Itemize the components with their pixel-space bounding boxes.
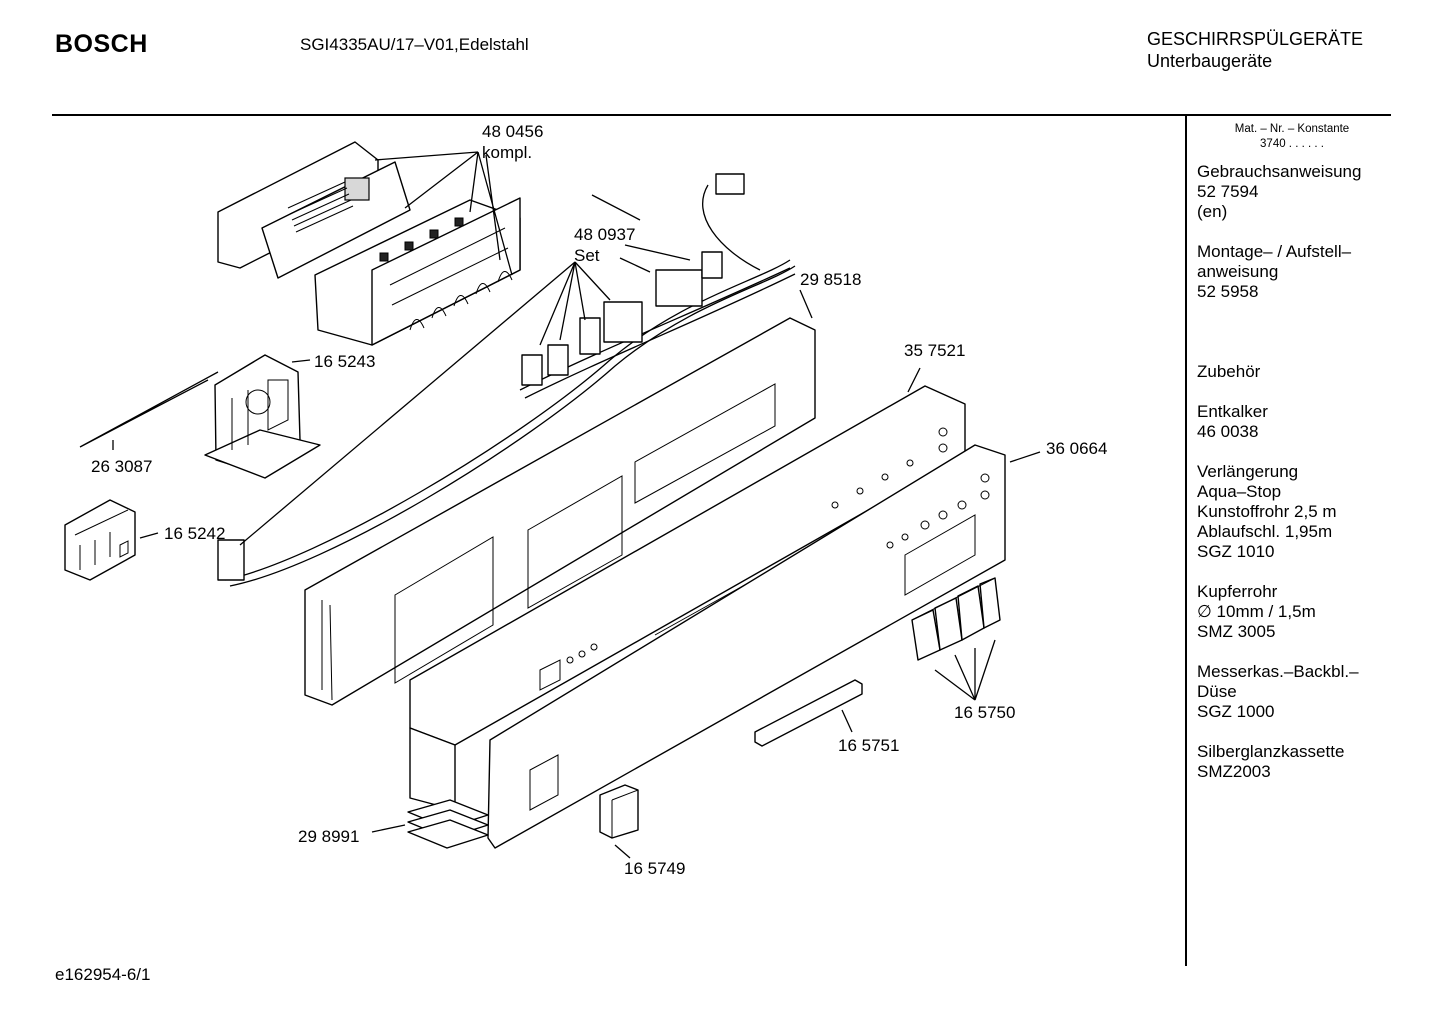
sidebar-item-line: Düse xyxy=(1197,682,1237,701)
sidebar-item-accessories: Zubehör xyxy=(1197,362,1382,402)
sidebar-item-line: SGZ 1010 xyxy=(1197,542,1275,561)
part-label-480456-note: kompl. xyxy=(482,143,533,162)
sidebar-item-line: Gebrauchsanweisung xyxy=(1197,162,1362,181)
sidebar-item-line: Zubehör xyxy=(1197,362,1261,381)
sidebar-item-line: 46 0038 xyxy=(1197,422,1259,441)
part-label-165242: 16 5242 xyxy=(164,524,226,543)
part-label-357521: 35 7521 xyxy=(904,341,966,360)
sidebar-item-line: SMZ 3005 xyxy=(1197,622,1276,641)
part-label-480456: 48 0456 xyxy=(482,122,544,141)
sidebar-item-cutlery-nozzle: Messerkas.–Backbl.– Düse SGZ 1000 xyxy=(1197,662,1382,742)
strip-part xyxy=(754,679,863,747)
sidebar-item-line: Kupferrohr xyxy=(1197,582,1278,601)
leader-lines xyxy=(79,151,1041,859)
sidebar-item-descaler: Entkalker 46 0038 xyxy=(1197,402,1382,462)
sidebar-item-line: Messerkas.–Backbl.– xyxy=(1197,662,1359,681)
sidebar-item-extension: Verlängerung Aqua–Stop Kunstoffrohr 2,5 … xyxy=(1197,462,1382,582)
brand-logo: BOSCH xyxy=(55,30,148,58)
sidebar-item-line: Verlängerung xyxy=(1197,462,1299,481)
part-label-480937: 48 0937 xyxy=(574,225,636,244)
header-divider xyxy=(52,114,1391,116)
sidebar-heading: Mat. – Nr. – Konstante 3740 . . . . . . xyxy=(1197,122,1387,152)
part-label-480937-note: Set xyxy=(574,246,600,265)
sidebar-item-line: ∅ 10mm / 1,5m xyxy=(1197,602,1316,621)
category-title: GESCHIRRSPÜLGERÄTE xyxy=(1147,29,1364,49)
part-label-165749: 16 5749 xyxy=(624,859,686,878)
cable-harness-set xyxy=(217,173,796,587)
part-label-263087: 26 3087 xyxy=(91,457,153,476)
sidebar-item-line: Aqua–Stop xyxy=(1197,482,1282,501)
rear-frame-part xyxy=(304,317,816,706)
part-label-360664: 36 0664 xyxy=(1046,439,1108,458)
knob-block-part xyxy=(599,784,639,839)
sidebar-list: Gebrauchsanweisung 52 7594 (en) Montage–… xyxy=(1197,162,1382,782)
sidebar-item-installation: Montage– / Aufstell– anweisung 52 5958 xyxy=(1197,242,1382,362)
part-label-165243: 16 5243 xyxy=(314,352,376,371)
sidebar-item-silver-cassette: Silberglanzkassette SMZ2003 xyxy=(1197,742,1382,782)
sidebar-item-line: SMZ2003 xyxy=(1197,762,1271,781)
sidebar-item-line: Kunstoffrohr 2,5 m xyxy=(1197,502,1337,521)
sidebar-item-line: Montage– / Aufstell– xyxy=(1197,242,1352,261)
model-title: SGI4335AU/17–V01,Edelstahl xyxy=(300,35,529,54)
sidebar-item-manual: Gebrauchsanweisung 52 7594 (en) xyxy=(1197,162,1382,242)
pump-bracket-part xyxy=(204,354,321,479)
fascia-part xyxy=(487,444,1006,849)
sidebar-heading-line1: Mat. – Nr. – Konstante xyxy=(1234,123,1350,135)
button-set-part xyxy=(911,577,1001,661)
sidebar-item-copper-pipe: Kupferrohr ∅ 10mm / 1,5m SMZ 3005 xyxy=(1197,582,1382,662)
sidebar-item-line: 52 5958 xyxy=(1197,282,1259,301)
sidebar-divider xyxy=(1185,116,1187,966)
part-label-165751: 16 5751 xyxy=(838,736,900,755)
sidebar-item-line: 52 7594 xyxy=(1197,182,1259,201)
sidebar-heading-line2: 3740 . . . . . . xyxy=(1260,138,1324,150)
seal-stack-part xyxy=(407,799,489,849)
part-label-298991: 29 8991 xyxy=(298,827,360,846)
connector-block-part xyxy=(64,499,136,581)
sidebar-item-line: Ablaufschl. 1,95m xyxy=(1197,522,1333,541)
sidebar-item-line: anweisung xyxy=(1197,262,1279,281)
sidebar-item-line: (en) xyxy=(1197,202,1228,221)
control-module-assembly xyxy=(217,141,521,346)
category-subtitle: Unterbaugeräte xyxy=(1147,51,1273,71)
sidebar-item-line: Entkalker xyxy=(1197,402,1268,421)
sidebar-item-line: Silberglanzkassette xyxy=(1197,742,1345,761)
drawing-id: e162954-6/1 xyxy=(55,965,151,984)
part-label-165750: 16 5750 xyxy=(954,703,1016,722)
part-label-298518: 29 8518 xyxy=(800,270,862,289)
sidebar-item-line: SGZ 1000 xyxy=(1197,702,1275,721)
